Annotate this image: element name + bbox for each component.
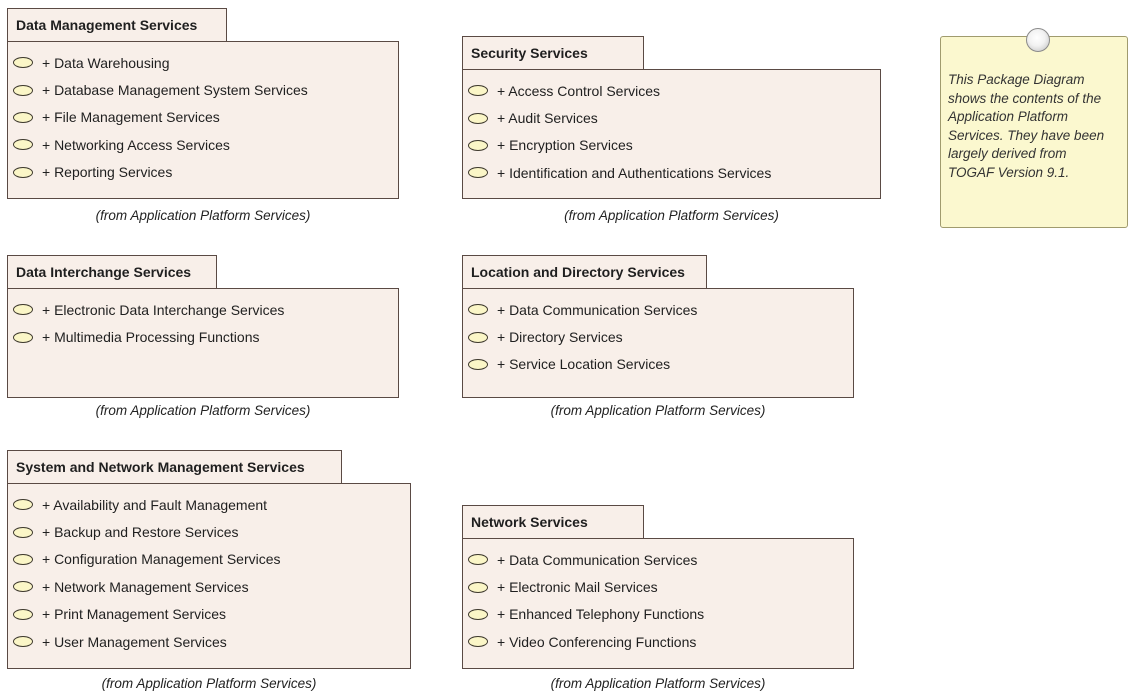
service-oval-icon bbox=[13, 84, 33, 96]
service-oval-icon bbox=[468, 358, 488, 370]
item-label: + File Management Services bbox=[42, 109, 220, 126]
item-label: + Data Warehousing bbox=[42, 54, 170, 71]
item-label: + Encryption Services bbox=[497, 137, 633, 154]
service-oval-icon bbox=[468, 554, 488, 566]
service-oval-icon bbox=[468, 331, 488, 343]
note-line: largely derived from bbox=[948, 146, 1067, 162]
package-body: + Electronic Data Interchange Services +… bbox=[7, 288, 399, 398]
package-title: System and Network Management Services bbox=[7, 450, 342, 484]
service-oval-icon bbox=[13, 581, 33, 593]
item-label: + Directory Services bbox=[497, 329, 623, 346]
item-label: + Network Management Services bbox=[42, 578, 249, 595]
list-item[interactable]: + Enhanced Telephony Functions bbox=[463, 601, 853, 628]
package-title: Network Services bbox=[462, 505, 644, 539]
item-label: + Electronic Mail Services bbox=[497, 579, 658, 596]
list-item[interactable]: + User Management Services bbox=[8, 628, 410, 655]
service-oval-icon bbox=[13, 499, 33, 511]
list-item[interactable]: + Identification and Authentications Ser… bbox=[463, 159, 880, 186]
package-origin: (from Application Platform Services) bbox=[550, 676, 766, 691]
package-title: Location and Directory Services bbox=[462, 255, 707, 289]
list-item[interactable]: + Service Location Services bbox=[463, 351, 853, 378]
item-label: + Data Communication Services bbox=[497, 551, 698, 568]
package-body: + Access Control Services + Audit Servic… bbox=[462, 69, 881, 199]
package-body: + Availability and Fault Management + Ba… bbox=[7, 483, 411, 669]
service-oval-icon bbox=[468, 581, 488, 593]
list-item[interactable]: + Print Management Services bbox=[8, 601, 410, 628]
item-label: + Enhanced Telephony Functions bbox=[497, 606, 705, 623]
item-label: + Electronic Data Interchange Services bbox=[42, 301, 285, 318]
service-oval-icon bbox=[13, 526, 33, 538]
package-origin: (from Application Platform Services) bbox=[95, 403, 311, 418]
list-item[interactable]: + Electronic Mail Services bbox=[463, 573, 853, 600]
service-oval-icon bbox=[13, 111, 33, 123]
list-item[interactable]: + Reporting Services bbox=[8, 159, 398, 186]
service-oval-icon bbox=[468, 304, 488, 316]
item-label: + Reporting Services bbox=[42, 164, 173, 181]
list-item[interactable]: + Directory Services bbox=[463, 323, 853, 350]
list-item[interactable]: + Audit Services bbox=[463, 104, 880, 131]
note-line: Application Platform bbox=[948, 109, 1069, 125]
service-oval-icon bbox=[13, 304, 33, 316]
service-oval-icon bbox=[13, 331, 33, 343]
package-title: Data Management Services bbox=[7, 8, 227, 42]
list-item[interactable]: + Access Control Services bbox=[463, 77, 880, 104]
item-label: + Print Management Services bbox=[42, 606, 227, 623]
service-oval-icon bbox=[468, 636, 488, 648]
list-item[interactable]: + Database Management System Services bbox=[8, 76, 398, 103]
list-item[interactable]: + Encryption Services bbox=[463, 132, 880, 159]
item-label: + Service Location Services bbox=[497, 356, 671, 373]
item-label: + Audit Services bbox=[497, 110, 598, 127]
package-body: + Data Communication Services + Electron… bbox=[462, 538, 854, 669]
item-label: + Multimedia Processing Functions bbox=[42, 329, 260, 346]
item-label: + Data Communication Services bbox=[497, 301, 698, 318]
list-item[interactable]: + Video Conferencing Functions bbox=[463, 628, 853, 655]
note-line: Services. They have been bbox=[948, 127, 1105, 143]
service-oval-icon bbox=[13, 636, 33, 648]
package-origin: (from Application Platform Services) bbox=[95, 208, 311, 223]
item-label: + Availability and Fault Management bbox=[42, 496, 268, 513]
package-body: + Data Warehousing + Database Management… bbox=[7, 41, 399, 199]
list-item[interactable]: + Multimedia Processing Functions bbox=[8, 323, 398, 350]
item-label: + Database Management System Services bbox=[42, 82, 308, 99]
list-item[interactable]: + Data Communication Services bbox=[463, 296, 853, 323]
package-origin: (from Application Platform Services) bbox=[550, 403, 766, 418]
package-origin: (from Application Platform Services) bbox=[101, 676, 317, 691]
diagram-note[interactable]: This Package Diagram shows the contents … bbox=[940, 36, 1128, 228]
list-item[interactable]: + Network Management Services bbox=[8, 573, 410, 600]
service-oval-icon bbox=[13, 166, 33, 178]
service-oval-icon bbox=[13, 57, 33, 69]
service-oval-icon bbox=[13, 553, 33, 565]
item-label: + User Management Services bbox=[42, 633, 227, 650]
list-item[interactable]: + Data Communication Services bbox=[463, 546, 853, 573]
package-body: + Data Communication Services + Director… bbox=[462, 288, 854, 398]
note-line: This Package Diagram bbox=[948, 72, 1085, 87]
service-oval-icon bbox=[13, 608, 33, 620]
item-label: + Backup and Restore Services bbox=[42, 524, 239, 541]
service-oval-icon bbox=[468, 608, 488, 620]
note-line: TOGAF Version 9.1. bbox=[948, 164, 1070, 180]
list-item[interactable]: + Availability and Fault Management bbox=[8, 491, 410, 518]
list-item[interactable]: + Electronic Data Interchange Services bbox=[8, 296, 398, 323]
service-oval-icon bbox=[13, 139, 33, 151]
item-label: + Access Control Services bbox=[497, 82, 661, 99]
item-label: + Identification and Authentications Ser… bbox=[497, 164, 772, 181]
service-oval-icon bbox=[468, 139, 488, 151]
list-item[interactable]: + File Management Services bbox=[8, 104, 398, 131]
list-item[interactable]: + Backup and Restore Services bbox=[8, 518, 410, 545]
item-label: + Networking Access Services bbox=[42, 136, 230, 153]
item-label: + Video Conferencing Functions bbox=[497, 633, 697, 650]
item-label: + Configuration Management Services bbox=[42, 551, 281, 568]
list-item[interactable]: + Configuration Management Services bbox=[8, 546, 410, 573]
service-oval-icon bbox=[468, 167, 488, 179]
note-pin-icon bbox=[1026, 28, 1050, 52]
list-item[interactable]: + Networking Access Services bbox=[8, 131, 398, 158]
note-line: shows the contents of the bbox=[948, 90, 1102, 106]
package-title: Data Interchange Services bbox=[7, 255, 217, 289]
package-title: Security Services bbox=[462, 36, 644, 70]
list-item[interactable]: + Data Warehousing bbox=[8, 49, 398, 76]
service-oval-icon bbox=[468, 112, 488, 124]
service-oval-icon bbox=[468, 85, 488, 97]
package-origin: (from Application Platform Services) bbox=[564, 208, 779, 223]
